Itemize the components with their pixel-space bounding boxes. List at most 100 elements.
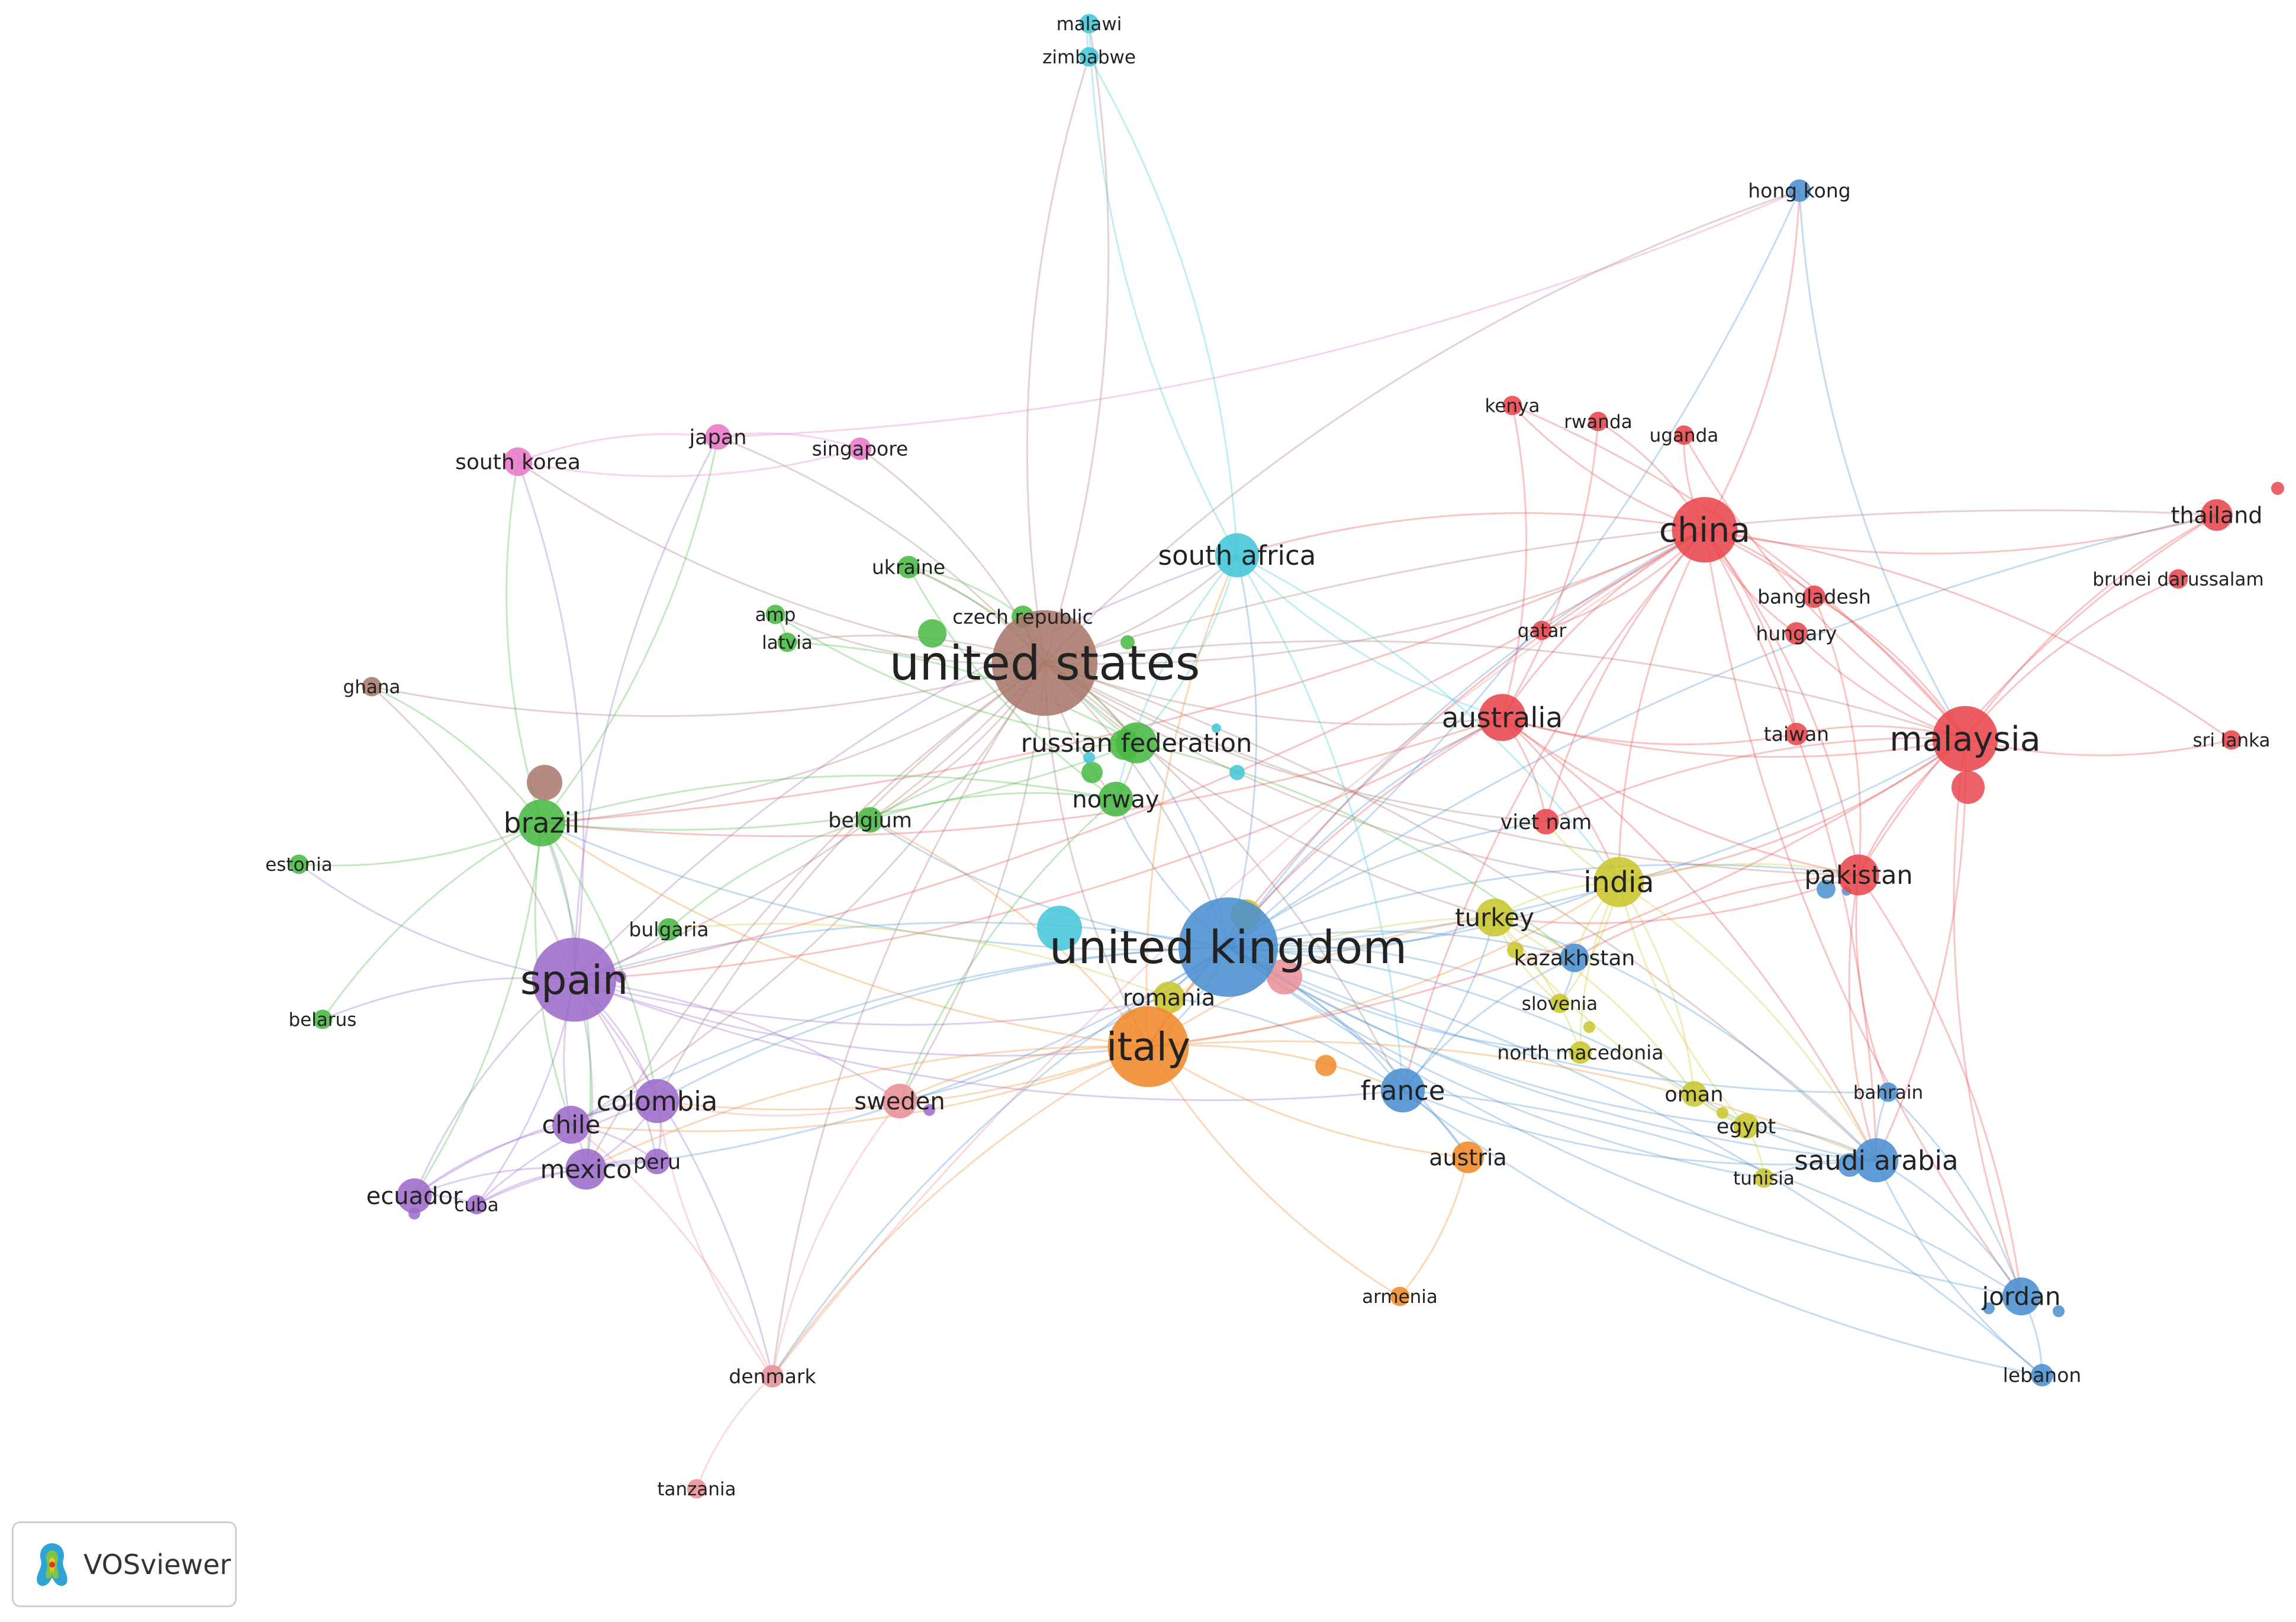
node-austria[interactable] — [1452, 1141, 1484, 1173]
node-france[interactable] — [1380, 1068, 1425, 1113]
node-amp[interactable] — [765, 604, 785, 625]
node-armenia[interactable] — [1390, 1286, 1410, 1306]
unlabeled-node[interactable] — [614, 971, 626, 983]
node-saudi-arabia[interactable] — [1854, 1138, 1899, 1183]
unlabeled-node[interactable] — [1267, 959, 1302, 995]
node-rwanda[interactable] — [1588, 411, 1608, 432]
node-ecuador[interactable] — [397, 1178, 432, 1214]
node-bangladesh[interactable] — [1803, 585, 1825, 608]
unlabeled-node[interactable] — [1952, 771, 1985, 804]
node-mexico[interactable] — [565, 1148, 607, 1190]
link-pakistan-jordan — [1857, 874, 2023, 1297]
node-pakistan[interactable] — [1838, 854, 1879, 896]
link-italy-turkey — [1148, 916, 1495, 1048]
node-belarus[interactable] — [313, 1009, 333, 1029]
unlabeled-node[interactable] — [1507, 942, 1524, 958]
unlabeled-node[interactable] — [1717, 1107, 1728, 1119]
node-india[interactable] — [1593, 857, 1644, 907]
node-ukraine[interactable] — [897, 556, 920, 578]
node-estonia[interactable] — [289, 854, 309, 874]
unlabeled-node[interactable] — [1037, 906, 1082, 951]
link-united-states-turkey — [1044, 662, 1495, 919]
node-hong-kong[interactable] — [1788, 179, 1811, 202]
unlabeled-node[interactable] — [923, 1104, 935, 1116]
node-viet-nam[interactable] — [1533, 809, 1559, 835]
unlabeled-node[interactable] — [1212, 723, 1221, 733]
unlabeled-node[interactable] — [1983, 1302, 1995, 1314]
unlabeled-node[interactable] — [1081, 762, 1103, 783]
node-oman[interactable] — [1681, 1081, 1707, 1107]
node-south-africa[interactable] — [1215, 533, 1260, 578]
node-japan[interactable] — [705, 424, 731, 450]
node-belgium[interactable] — [857, 807, 883, 833]
unlabeled-node[interactable] — [1315, 1055, 1337, 1076]
label-cuba: cuba — [454, 1195, 498, 1216]
label-slovenia: slovenia — [1522, 993, 1598, 1015]
unlabeled-node[interactable] — [2053, 1305, 2065, 1317]
node-norway[interactable] — [1098, 781, 1133, 817]
node-malaysia[interactable] — [1932, 706, 1998, 772]
node-russian-federation[interactable] — [1116, 722, 1157, 764]
node-australia[interactable] — [1479, 694, 1526, 741]
node-kenya[interactable] — [1502, 395, 1522, 416]
node-jordan[interactable] — [2002, 1277, 2040, 1315]
node-sweden[interactable] — [882, 1083, 917, 1119]
link-italy-belgium — [870, 819, 1149, 1047]
node-latvia[interactable] — [777, 632, 797, 652]
unlabeled-node[interactable] — [1229, 765, 1245, 780]
node-south-korea[interactable] — [503, 447, 533, 477]
link-italy-chile — [571, 1045, 1149, 1132]
node-romania[interactable] — [1153, 981, 1185, 1013]
unlabeled-node[interactable] — [1083, 752, 1095, 764]
node-tanzania[interactable] — [687, 1479, 707, 1499]
link-singapore-south-korea — [517, 448, 861, 478]
node-malawi[interactable] — [1079, 14, 1099, 34]
label-czech-republic: czech republic — [952, 606, 1093, 629]
link-spain-south-africa — [573, 554, 1238, 981]
node-sri-lanka[interactable] — [2221, 730, 2242, 750]
link-united-states-saudi-arabia — [1044, 662, 1878, 1161]
unlabeled-node[interactable] — [1583, 1021, 1595, 1033]
unlabeled-node[interactable] — [1817, 880, 1835, 899]
node-denmark[interactable] — [761, 1365, 784, 1388]
node-spain[interactable] — [532, 938, 616, 1022]
node-singapore[interactable] — [849, 437, 871, 460]
node-brunei-darussalam[interactable] — [2168, 569, 2188, 589]
label-qatar: qatar — [1518, 620, 1567, 642]
node-qatar[interactable] — [1532, 620, 1552, 641]
node-egypt[interactable] — [1733, 1113, 1759, 1139]
node-united-kingdom[interactable] — [1178, 897, 1278, 997]
unlabeled-node[interactable] — [1120, 635, 1135, 649]
node-colombia[interactable] — [635, 1079, 680, 1124]
node-united-states[interactable] — [991, 610, 1098, 716]
node-thailand[interactable] — [2201, 499, 2233, 531]
node-brazil[interactable] — [518, 799, 565, 847]
node-lebanon[interactable] — [2031, 1364, 2053, 1386]
node-turkey[interactable] — [1476, 899, 1514, 936]
node-chile[interactable] — [552, 1106, 590, 1144]
unlabeled-node[interactable] — [527, 765, 562, 800]
unlabeled-node[interactable] — [918, 619, 946, 648]
node-zimbabwe[interactable] — [1079, 47, 1099, 67]
node-peru[interactable] — [644, 1148, 670, 1174]
label-peru: peru — [633, 1150, 681, 1174]
node-kazakhstan[interactable] — [1560, 943, 1589, 973]
node-tunisia[interactable] — [1754, 1168, 1774, 1188]
node-uganda[interactable] — [1674, 425, 1694, 445]
label-brunei-darussalam: brunei darussalam — [2092, 569, 2263, 590]
node-cuba[interactable] — [466, 1195, 487, 1215]
node-italy[interactable] — [1107, 1006, 1189, 1087]
node-china[interactable] — [1672, 497, 1738, 563]
node-north-macedonia[interactable] — [1569, 1041, 1592, 1064]
network-nodes — [289, 14, 2284, 1499]
node-slovenia[interactable] — [1550, 993, 1570, 1013]
link-sweden-denmark — [771, 1100, 901, 1377]
unlabeled-node[interactable] — [2271, 482, 2284, 495]
node-ghana[interactable] — [362, 677, 382, 697]
link-france-kazakhstan — [1402, 957, 1575, 1091]
node-bahrain[interactable] — [1878, 1082, 1898, 1102]
node-bulgaria[interactable] — [658, 918, 680, 941]
node-hungary[interactable] — [1785, 622, 1808, 645]
node-taiwan[interactable] — [1785, 723, 1808, 745]
